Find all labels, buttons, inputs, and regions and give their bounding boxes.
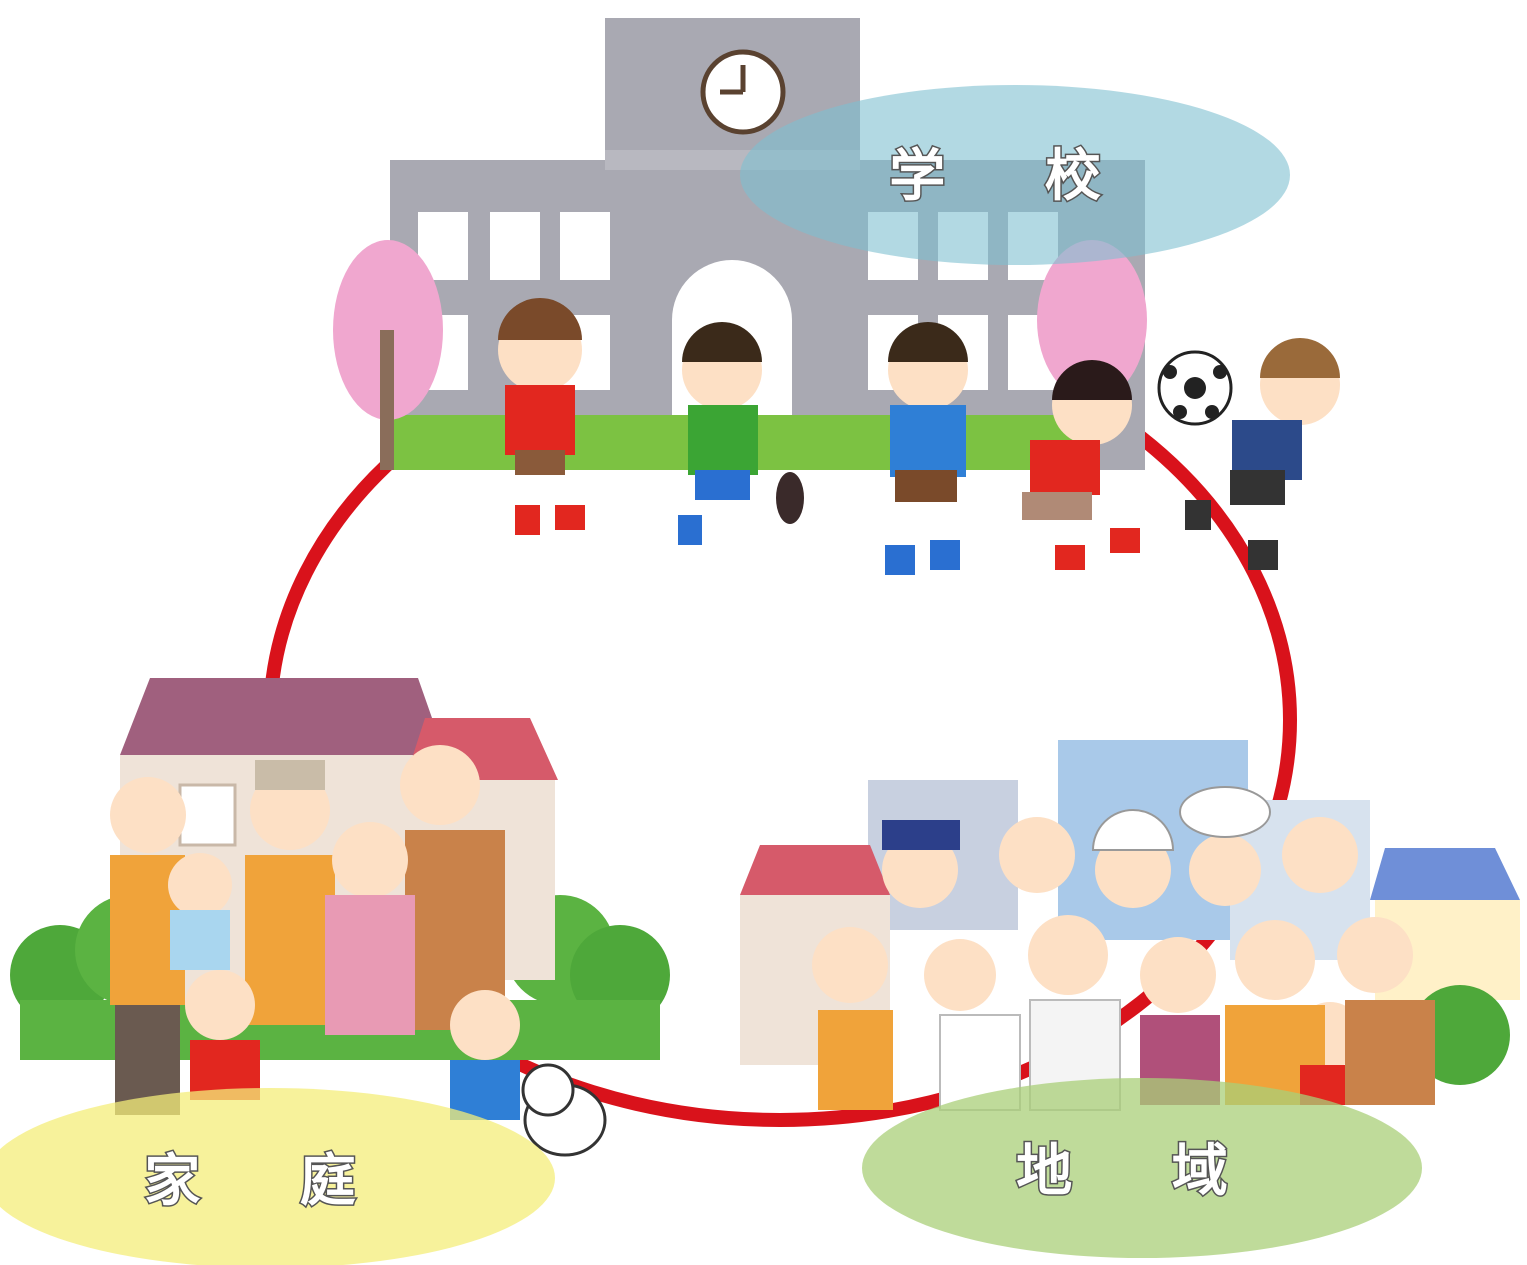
community-label-oval <box>862 1078 1422 1258</box>
clock-icon <box>700 49 786 135</box>
child-icon <box>498 298 585 535</box>
home-label-oval <box>0 1088 555 1265</box>
community-people-icon <box>812 786 1435 1111</box>
school-label-oval <box>740 85 1290 265</box>
cherry-tree-icon <box>1037 240 1147 400</box>
community-label: 地 域 <box>1016 1139 1268 1204</box>
school-label: 学 校 <box>889 144 1141 209</box>
dog-icon <box>521 1063 607 1157</box>
child-icon <box>678 322 804 545</box>
family-icon <box>110 745 520 1120</box>
home-label: 家 庭 <box>144 1149 396 1214</box>
soccer-ball-icon <box>1157 350 1233 426</box>
community-group: 地 域 <box>740 740 1520 1258</box>
home-group: 家 庭 <box>0 678 670 1265</box>
child-icon <box>885 322 968 575</box>
child-icon <box>1185 338 1340 570</box>
child-icon <box>1022 360 1140 570</box>
school-group: 学 校 <box>333 18 1340 575</box>
cherry-tree-icon <box>333 240 443 470</box>
